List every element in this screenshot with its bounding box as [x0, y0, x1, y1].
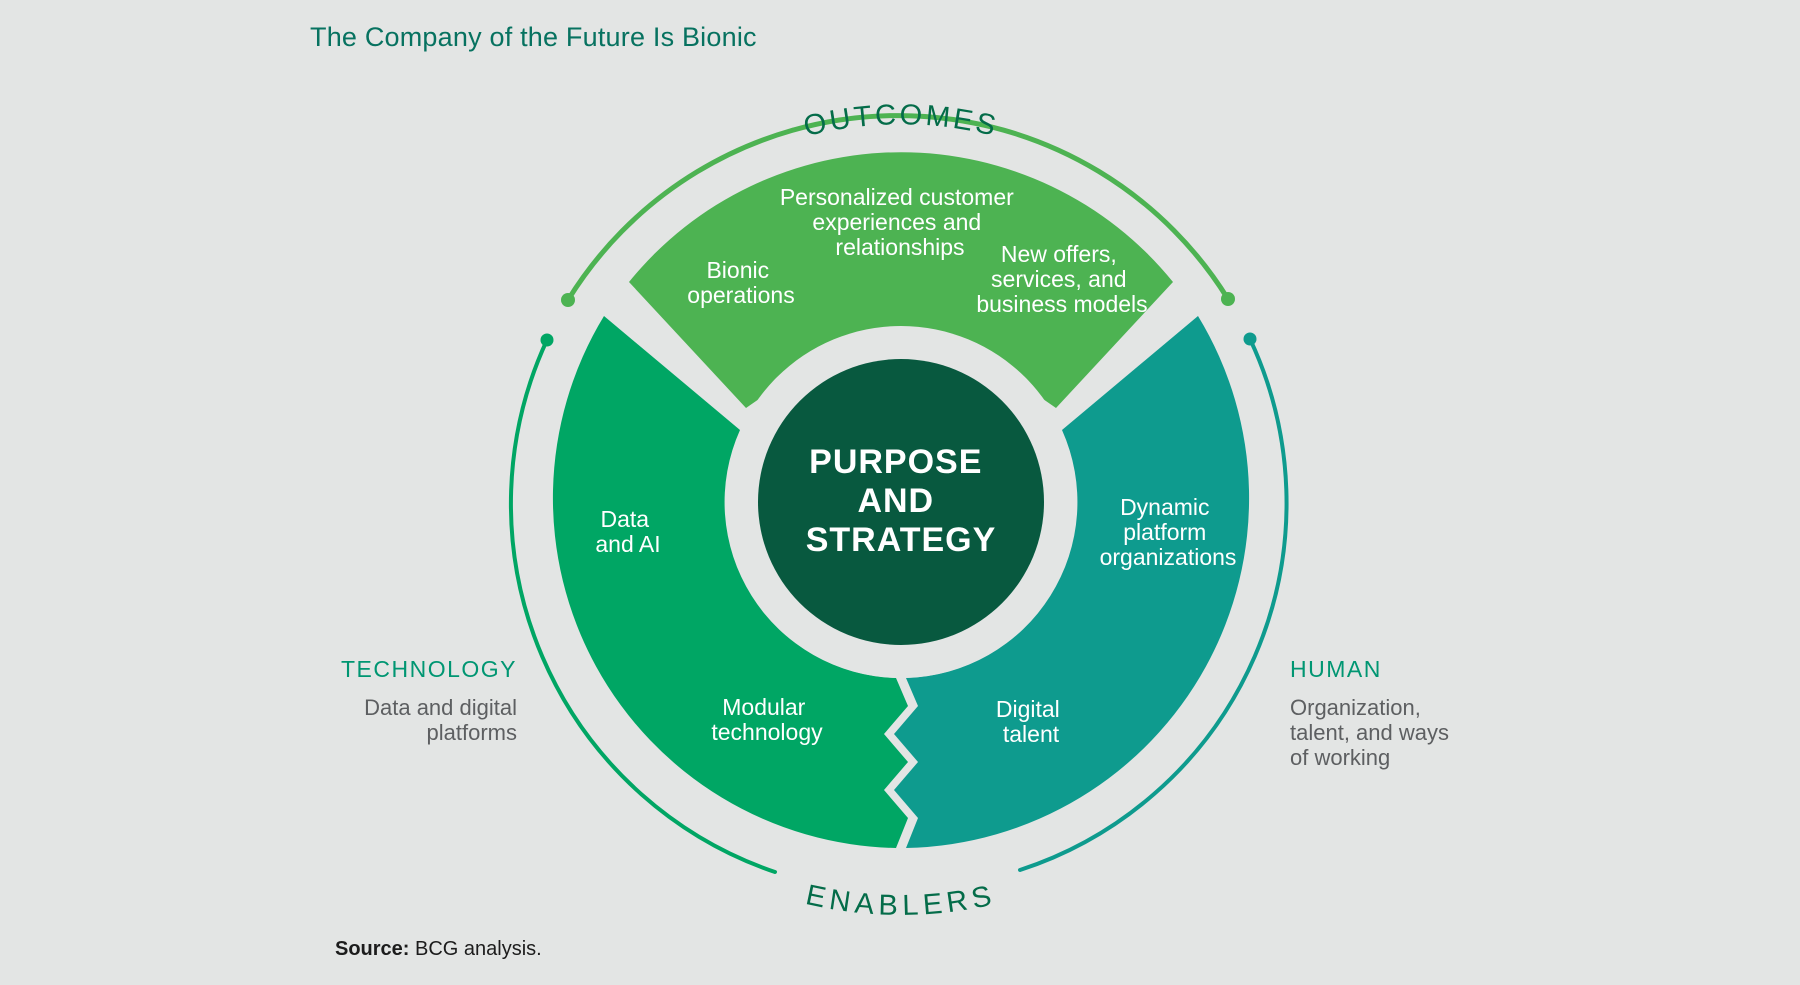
digital-talent-label: Digital talent: [996, 696, 1066, 747]
human-label: HUMAN: [1290, 656, 1382, 682]
technology-sublabel: Data and digital platforms: [364, 695, 517, 745]
purpose-circle: [758, 359, 1044, 645]
outcomes-arc-right-dot: [1221, 292, 1235, 306]
enablers-curved-label: ENABLERS: [803, 879, 999, 922]
purpose-strategy-label: PURPOSE AND STRATEGY: [806, 443, 997, 559]
new-offers-label: New offers, services, and business model…: [976, 241, 1147, 317]
technology-arc: [508, 338, 777, 874]
outcomes-segment: [629, 152, 1173, 408]
human-sublabel: Organization, talent, and ways of workin…: [1290, 695, 1449, 770]
source-label: Source:: [335, 938, 410, 960]
page-title: The Company of the Future Is Bionic: [310, 22, 757, 52]
outcomes-curved-label: OUTCOMES: [801, 99, 1002, 143]
dynamic-platform-label: Dynamic platform organizations: [1100, 494, 1237, 570]
human-category-block: HUMAN Organization, talent, and ways of …: [1290, 656, 1530, 770]
technology-segment: [552, 316, 908, 848]
human-arc-dot: [1243, 332, 1257, 346]
human-segment: [894, 316, 1250, 848]
bionic-operations-label: Bionic operations: [687, 257, 794, 308]
outcomes-arc: [565, 113, 1231, 302]
outcomes-arc-left-dot: [561, 293, 575, 307]
technology-arc-dot: [540, 333, 554, 347]
technology-label: TECHNOLOGY: [340, 656, 517, 682]
source-note: Source: BCG analysis.: [335, 938, 542, 960]
modular-technology-label: Modular technology: [711, 694, 823, 745]
data-ai-label: Data and AI: [595, 506, 660, 557]
technology-category-block: TECHNOLOGY Data and digital platforms: [250, 656, 517, 745]
human-arc: [1018, 337, 1289, 872]
personalized-label: Personalized customer experiences and re…: [780, 184, 1020, 260]
